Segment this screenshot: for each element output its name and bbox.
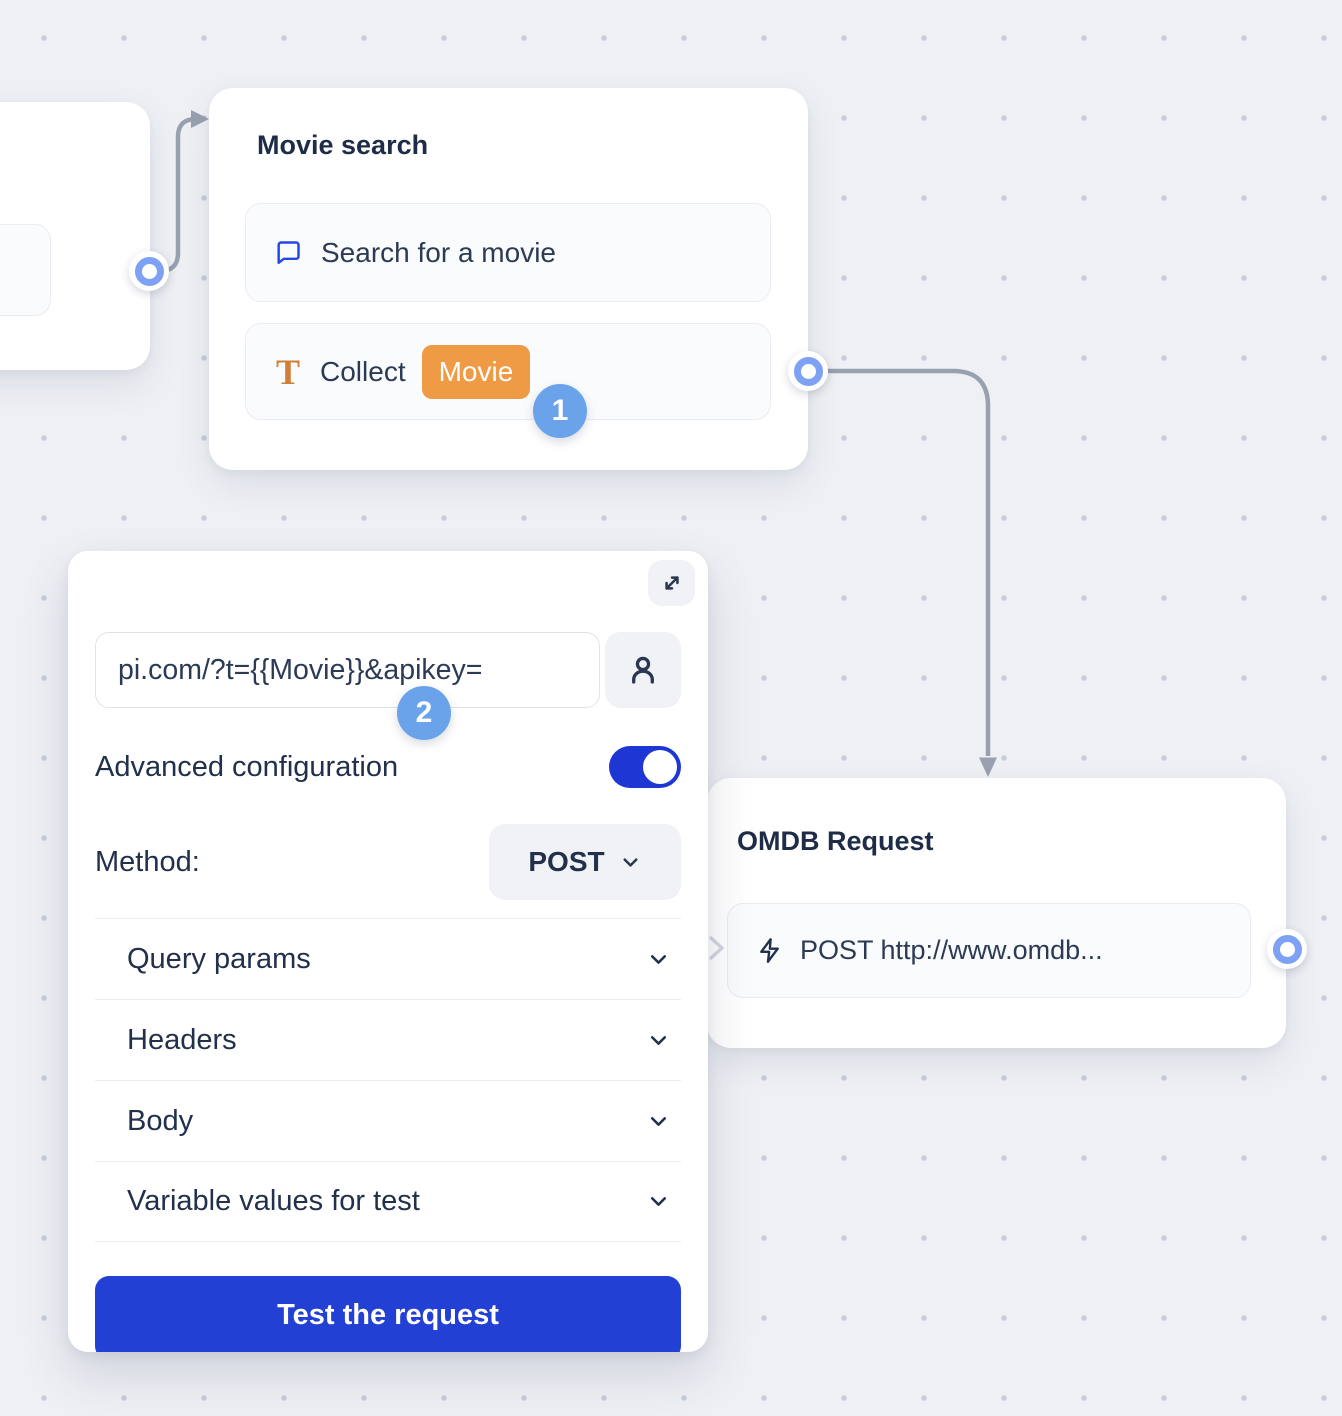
section-label: Headers [127,1023,237,1056]
variable-chip-movie[interactable]: Movie [421,344,531,399]
question-block[interactable]: Search for a movie [245,203,771,302]
advanced-configuration-toggle[interactable] [609,746,681,788]
webhook-editor-panel: pi.com/?t={{Movie}}&apikey= Advanced con… [68,551,708,1352]
section-headers[interactable]: Headers [95,999,681,1080]
text-variable-icon: T [276,351,301,392]
expand-diagonal-icon [664,576,679,590]
webhook-block[interactable]: POST http://www.omdb... [727,903,1251,998]
chevron-down-icon [650,1116,667,1126]
node-title: OMDB Request [737,826,934,856]
previous-node-output-port[interactable] [129,251,169,291]
section-variable-values[interactable]: Variable values for test [95,1161,681,1242]
collect-block[interactable]: T Collect Movie [245,323,771,420]
port-ring [1272,934,1302,964]
omdb-request-node[interactable]: OMDB Request POST http://www.omdb... [707,778,1286,1048]
step-badge-1: 1 [533,384,587,438]
method-dropdown[interactable]: POST [489,824,681,900]
step-badge-2: 2 [397,686,451,740]
section-label: Variable values for test [127,1185,420,1217]
port-ring [793,356,823,386]
port-ring [134,256,164,286]
method-value: POST [528,846,605,877]
movie-search-output-port[interactable] [788,351,828,391]
block-label: Search for a movie [321,236,556,268]
url-input[interactable]: pi.com/?t={{Movie}}&apikey= [95,632,600,708]
movie-search-node[interactable]: Movie search Search for a movie T Collec… [209,88,808,470]
previous-node-card[interactable] [0,102,150,370]
omdb-output-port[interactable] [1267,929,1307,969]
chevron-down-icon [650,1197,667,1206]
method-label: Method: [95,845,200,878]
chevron-down-icon [650,954,667,964]
arrowhead-into-omdb [979,757,997,777]
advanced-configuration-label: Advanced configuration [95,750,399,783]
block-label: Collect [320,355,406,387]
node-title: Movie search [257,130,429,160]
toggle-knob [643,750,677,784]
test-request-button[interactable]: Test the request [95,1276,681,1352]
chevron-down-icon [623,857,638,867]
section-label: Body [127,1104,194,1137]
section-label: Query params [127,942,311,975]
person-icon [632,656,654,684]
block-label: POST http://www.omdb... [800,935,1103,965]
section-body[interactable]: Body [95,1080,681,1161]
chat-bubble-icon [274,239,302,267]
lightning-icon [756,937,783,964]
previous-node-item[interactable] [0,224,51,316]
omdb-input-connector [703,935,729,961]
insert-variable-button[interactable] [605,632,681,708]
accordion-sections: Query params Headers Body Variable value… [95,918,681,1242]
url-input-value: pi.com/?t={{Movie}}&apikey= [118,653,483,686]
section-query-params[interactable]: Query params [95,918,681,999]
connector-start-to-movie-search [149,116,197,274]
expand-panel-button[interactable] [648,560,695,606]
chevron-down-icon [650,1035,667,1045]
arrowhead-into-movie-search [191,110,209,128]
connector-movie-search-to-omdb [812,368,991,756]
